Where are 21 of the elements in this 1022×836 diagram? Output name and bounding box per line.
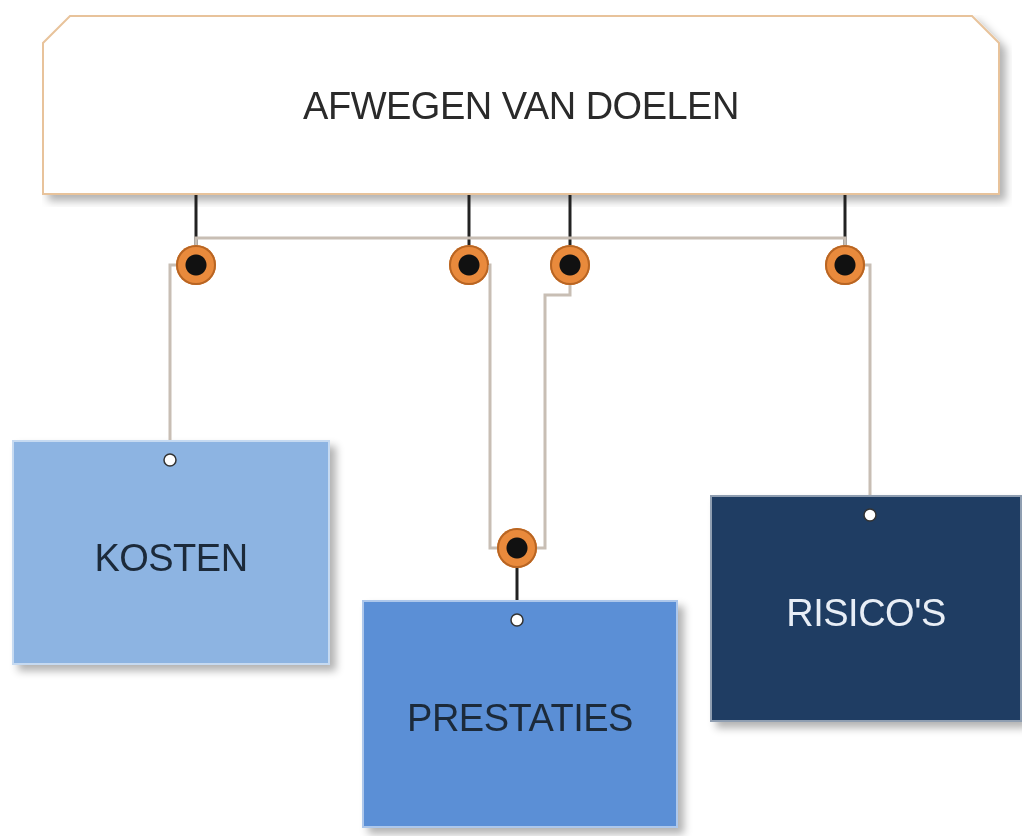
category-box: [12, 440, 330, 665]
junction-dot: [176, 245, 216, 285]
connector-line: [163, 263, 177, 467]
category-box: [362, 600, 678, 828]
junction-dot: [550, 245, 590, 285]
connector-line: [487, 263, 497, 550]
box-label: KOSTEN: [94, 537, 248, 581]
box-label: AFWEGEN VAN DOELEN: [303, 85, 739, 129]
connector-line: [467, 195, 471, 245]
box-label: RISICO'S: [786, 592, 946, 636]
heading-box: [42, 15, 1000, 195]
connector-line: [537, 285, 572, 550]
connector-line: [194, 236, 847, 245]
connector-line: [568, 195, 572, 245]
junction-dot: [825, 245, 865, 285]
category-box: [710, 495, 1022, 722]
connector-line: [863, 263, 877, 522]
junction-dot: [449, 245, 489, 285]
connector-line: [510, 568, 524, 627]
junction-dot: [497, 528, 537, 568]
box-label: PRESTATIES: [407, 697, 633, 741]
